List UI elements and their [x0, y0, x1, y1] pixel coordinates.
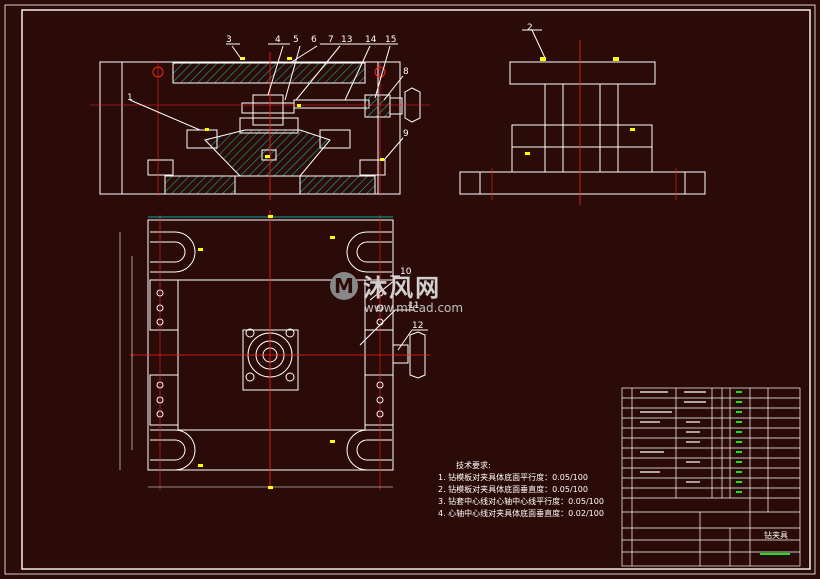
- watermark: M 沐风网 www.mfcad.com: [330, 268, 463, 315]
- callout-4: 4: [275, 35, 281, 45]
- callout-8: 8: [403, 67, 409, 77]
- callout-5: 5: [293, 35, 299, 45]
- title-block: [621, 387, 801, 567]
- watermark-logo-icon: M: [330, 271, 358, 300]
- tech-requirement-line: 3. 钻套中心线对心轴中心线平行度：0.05/100: [438, 497, 604, 506]
- callout-15: 15: [385, 35, 396, 45]
- side-view: [459, 29, 706, 205]
- watermark-url: www.mfcad.com: [364, 301, 464, 315]
- callout-14: 14: [365, 35, 377, 45]
- callout-1: 1: [127, 93, 133, 103]
- callout-11: 11: [408, 301, 419, 311]
- tech-requirement-line: 1. 钻模板对夹具体底面平行度：0.05/100: [438, 473, 588, 482]
- outer-border: [4, 4, 816, 575]
- watermark-brand: 沐风网: [363, 274, 442, 302]
- callout-12: 12: [412, 321, 423, 331]
- inner-border: [21, 9, 811, 570]
- callout-6: 6: [311, 35, 317, 45]
- front-section-view: [90, 43, 430, 200]
- tech-requirements-title: 技术要求:: [456, 461, 491, 470]
- callout-9: 9: [403, 129, 409, 139]
- callout-3: 3: [226, 35, 232, 45]
- callout-labels: 1 2 3 4 5 6 7 13 14 15 8 9 10 11 12: [127, 23, 533, 331]
- callout-2: 2: [527, 23, 533, 33]
- callout-7: 7: [328, 35, 334, 45]
- top-view: [119, 210, 430, 490]
- tech-requirement-line: 2. 钻模板对夹具体底面垂直度：0.05/100: [438, 485, 588, 494]
- tech-requirements: 技术要求: 1. 钻模板对夹具体底面平行度：0.05/100 2. 钻模板对夹具…: [438, 460, 604, 520]
- callout-13: 13: [341, 35, 352, 45]
- callout-10: 10: [400, 267, 412, 277]
- tech-requirement-line: 4. 心轴中心线对夹具体底面垂直度：0.02/100: [438, 509, 604, 518]
- drawing-name: 钻夹具: [764, 531, 788, 540]
